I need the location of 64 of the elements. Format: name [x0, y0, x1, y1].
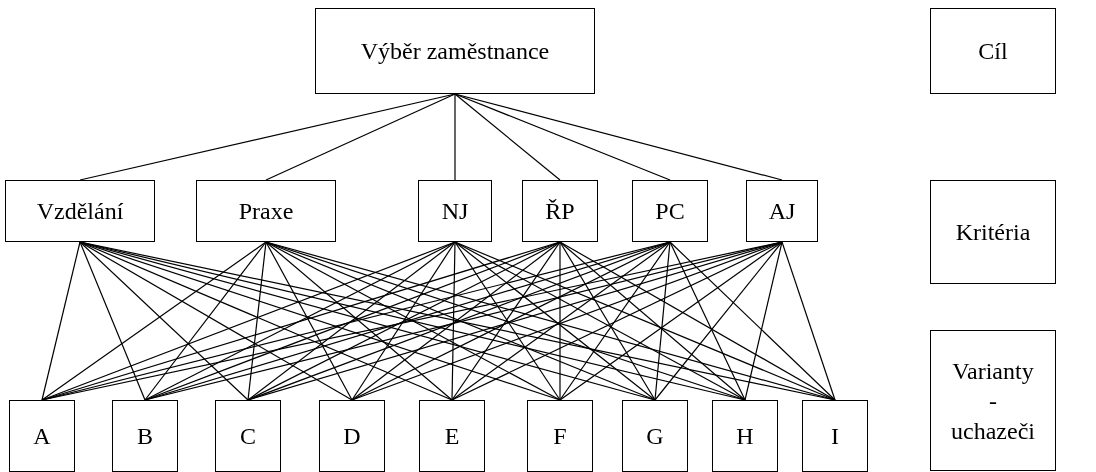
label-box: [622, 400, 688, 472]
connector-line: [451, 241, 456, 401]
label-box: [112, 400, 178, 472]
node-label: PC: [655, 197, 685, 226]
label-box: [527, 400, 593, 472]
connector-line: [144, 241, 267, 401]
label-box: [802, 400, 868, 472]
connector-line: [781, 241, 836, 401]
label-box: [746, 180, 818, 242]
connector-line: [559, 241, 746, 401]
label-box: [930, 180, 1056, 284]
connector-line: [669, 241, 746, 401]
node-label: ŘP: [545, 197, 575, 226]
label-box: [9, 400, 75, 472]
connector-line: [79, 241, 353, 401]
node-label: A: [33, 422, 51, 451]
connector-line: [744, 241, 783, 401]
node-label: Cíl: [978, 37, 1008, 66]
label-box: [196, 180, 336, 242]
connector-line: [41, 241, 81, 401]
connector-line: [454, 93, 561, 181]
node-label: Výběr zaměstnance: [360, 37, 550, 66]
connector-line: [654, 241, 671, 401]
label-box: [215, 400, 281, 472]
node-label: AJ: [768, 197, 796, 226]
connector-line: [79, 241, 249, 401]
connector-line: [669, 241, 836, 401]
connector-line: [454, 93, 671, 181]
label-box: [419, 400, 485, 472]
label-box: [319, 400, 385, 472]
label-box: [712, 400, 778, 472]
label-box: [930, 330, 1056, 471]
node-label: B: [137, 422, 153, 451]
connector-line: [265, 241, 353, 401]
node-label: C: [240, 422, 256, 451]
node-label: NJ: [441, 197, 469, 226]
connector-line: [559, 241, 783, 401]
node-label: E: [444, 422, 460, 451]
label-box: [522, 180, 598, 242]
connector-line: [454, 93, 456, 181]
connector-line: [41, 241, 267, 401]
connector-line: [454, 93, 783, 181]
node-label: Kritéria: [955, 218, 1031, 247]
label-box: [5, 180, 155, 242]
node-label: F: [553, 422, 567, 451]
connector-line: [351, 241, 561, 401]
connector-line: [654, 241, 783, 401]
node-label: Vzdělání: [36, 197, 124, 226]
node-label: D: [343, 422, 361, 451]
connector-line: [559, 241, 836, 401]
label-box: [632, 180, 708, 242]
connector-line: [247, 241, 267, 401]
connector-line: [79, 241, 146, 401]
label-box: [315, 8, 595, 94]
node-label: Varianty - uchazeči: [950, 356, 1036, 446]
node-label: I: [831, 422, 839, 451]
connector-line: [351, 241, 456, 401]
label-box: [930, 8, 1056, 94]
node-label: H: [736, 422, 754, 451]
connector-line: [265, 93, 456, 181]
node-label: Praxe: [238, 197, 294, 226]
connector-line: [559, 241, 561, 401]
node-label: G: [646, 422, 664, 451]
label-box: [418, 180, 492, 242]
